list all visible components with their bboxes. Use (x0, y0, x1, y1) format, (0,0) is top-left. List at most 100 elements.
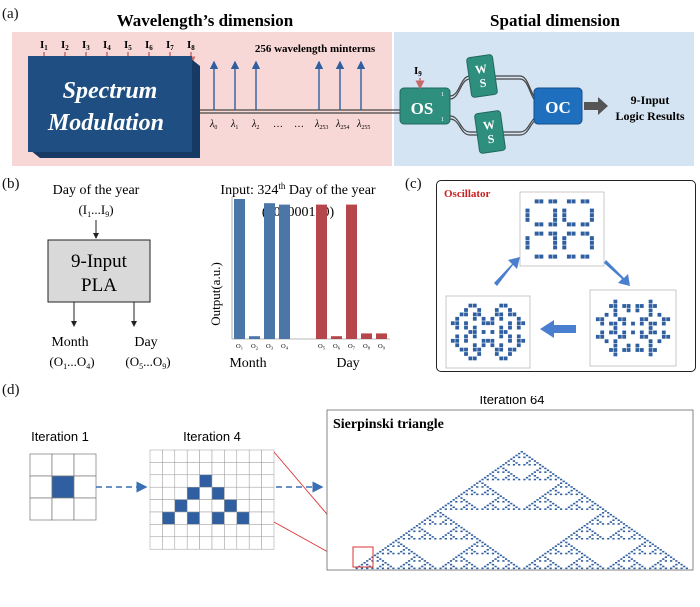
sierpinski-cell (465, 567, 468, 570)
sierpinski-cell (460, 497, 463, 499)
osc-right-cell (648, 304, 653, 308)
osc-right-cell (648, 348, 653, 352)
osc-left-cell (450, 338, 455, 343)
osc-right-cell (661, 334, 666, 339)
iter4-cell (224, 486, 238, 500)
sierpinski-cell (463, 536, 466, 538)
sierpinski-cell (447, 502, 450, 505)
sierpinski-cell (570, 537, 573, 540)
sierpinski-cell (426, 532, 429, 534)
osc-top-cell (539, 254, 544, 259)
iteration-1-label: Iteration 1 (31, 429, 89, 444)
osc-right-cell (626, 304, 631, 308)
sierpinski-cell (586, 537, 589, 540)
osc-left-cell (499, 347, 504, 352)
sierpinski-cell (649, 552, 652, 555)
osc-right-cell (609, 348, 613, 352)
sierpinski-cell (460, 493, 463, 496)
sierpinski-cell (570, 552, 573, 555)
spectrum-label-2: Modulation (47, 110, 164, 136)
iter4-cell (149, 462, 163, 476)
sierpinski-cell (507, 471, 510, 473)
sierpinski-cell (620, 521, 623, 523)
sierpinski-cell (491, 567, 495, 570)
sierpinski-cell (366, 567, 369, 570)
sierpinski-cell (586, 497, 589, 499)
osc-left-cell (455, 316, 460, 321)
sierpinski-cell (617, 523, 620, 525)
sierpinski-cell (491, 493, 495, 496)
sierpinski-cell (612, 534, 615, 536)
sierpinski-cell (567, 550, 571, 553)
iter4-cell (248, 462, 262, 476)
sierpinski-cell (557, 550, 560, 553)
sierpinski-cell (444, 515, 447, 518)
sierpinski-cell (418, 537, 421, 540)
sierpinski-cell (591, 519, 594, 522)
sierpinski-cell (397, 541, 400, 544)
sierpinski-cell (512, 456, 516, 459)
sierpinski-cell (489, 547, 492, 549)
osc-left-cell (499, 334, 504, 339)
sierpinski-cell (465, 500, 468, 503)
osc-left-cell (494, 312, 499, 317)
osc-top-cell (566, 231, 571, 236)
sierpinski-cell (381, 549, 385, 551)
sierpinski-cell (473, 506, 476, 509)
sierpinski-cell (528, 563, 531, 566)
sierpinski-cell (418, 567, 421, 570)
sierpinski-cell (573, 488, 576, 490)
input-label-7: I7 (166, 39, 174, 52)
osc-top-cell (553, 231, 558, 236)
sierpinski-cell (473, 484, 476, 486)
sierpinski-cell (507, 560, 510, 562)
spatial-title: Spatial dimension (490, 11, 620, 30)
sierpinski-cell (397, 545, 400, 547)
osc-left-cell (472, 330, 477, 334)
sierpinski-cell (507, 475, 510, 477)
month-label: Month (51, 335, 88, 350)
bar-o6 (331, 336, 342, 339)
sierpinski-cell (481, 567, 484, 570)
sierpinski-cell (544, 471, 547, 473)
iter4-cell (199, 511, 213, 525)
sierpinski-cell (502, 463, 505, 466)
osc-left-cell (472, 356, 477, 361)
sierpinski-cell (355, 567, 358, 570)
sierpinski-cell (518, 508, 521, 510)
sierpinski-cell (455, 560, 458, 562)
sierpinski-cell (428, 523, 432, 525)
sierpinski-cell (366, 563, 369, 566)
sierpinski-cell (402, 567, 406, 570)
sierpinski-cell (426, 517, 429, 520)
osc-right-cell (622, 334, 627, 339)
sierpinski-cell (368, 558, 371, 560)
sierpinski-cell (612, 519, 615, 522)
sierpinski-cell (554, 478, 557, 481)
iteration-1-grid (29, 453, 97, 521)
iter4-cell (224, 449, 238, 463)
iter4-cell (248, 474, 262, 488)
osc-top-cell (580, 231, 585, 236)
sierpinski-cell (596, 537, 599, 540)
sierpinski-cell (379, 550, 382, 553)
panel-b-pla: Day of the year (I1...I9) 9-Input PLA Mo… (47, 183, 171, 371)
sierpinski-cell (672, 565, 675, 568)
iter4-cell (211, 524, 225, 538)
sierpinski-cell (444, 508, 447, 510)
sierpinski-cell (675, 560, 678, 562)
iter4-cell (186, 536, 200, 550)
tick-label-o4: O4 (281, 343, 289, 351)
sierpinski-cell (599, 521, 602, 523)
osc-left-cell (508, 325, 512, 330)
sierpinski-cell (575, 549, 578, 551)
sierpinski-cell (609, 565, 612, 568)
sierpinski-cell (510, 502, 513, 505)
sierpinski-cell (528, 463, 531, 466)
osc-right-cell (613, 304, 618, 308)
sierpinski-cell (596, 504, 599, 507)
input-label-5: I5 (124, 39, 132, 52)
osc-left-cell (499, 330, 504, 334)
sierpinski-cell (654, 545, 657, 547)
sierpinski-cell (591, 523, 594, 525)
